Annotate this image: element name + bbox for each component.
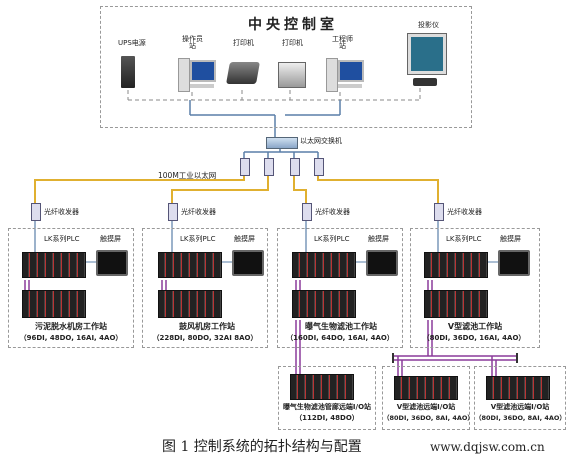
station-2-io-rack-icon bbox=[158, 290, 222, 318]
ups-label: UPS电源 bbox=[118, 39, 146, 47]
station-2-name: 鼓风机房工作站 bbox=[179, 322, 235, 331]
station-2-io: （228DI, 80DO, 32AI 8AO） bbox=[152, 334, 258, 342]
station-2-touchscreen-icon bbox=[232, 250, 264, 276]
station-3-plc-label: LK系列PLC bbox=[314, 235, 350, 243]
operator-station-label: 操作员 站 bbox=[182, 35, 203, 50]
remote-io-2-io: （80DI, 36DO, 8AI, 4AO） bbox=[383, 414, 474, 422]
remote-io-3-name: V型滤池远端I/O站 bbox=[490, 403, 550, 411]
switch-fiber-port-icon-2 bbox=[264, 158, 274, 176]
ups-icon bbox=[121, 56, 135, 88]
station-4-touch-label: 触摸屏 bbox=[500, 235, 521, 243]
station-3-touch-label: 触摸屏 bbox=[368, 235, 389, 243]
switch-fiber-port-icon-1 bbox=[240, 158, 250, 176]
station-2-plc-label: LK系列PLC bbox=[180, 235, 216, 243]
engineer-station-label: 工程师 站 bbox=[332, 35, 353, 50]
control-room-box bbox=[100, 6, 472, 128]
station-4-io-rack-icon bbox=[424, 290, 488, 318]
figure-caption: 图 1 控制系统的拓扑结构与配置 bbox=[162, 439, 362, 455]
station-4-name: V型滤池工作站 bbox=[447, 322, 503, 331]
printer2-icon bbox=[278, 62, 306, 88]
station-4-plc-rack-icon bbox=[424, 252, 488, 278]
station-4-io: （80DI, 36DO, 16AI, 4AO） bbox=[422, 334, 526, 342]
projector-icon bbox=[408, 34, 446, 74]
station-2-touch-label: 触摸屏 bbox=[234, 235, 255, 243]
remote-io-3-rack-icon bbox=[486, 376, 550, 400]
printer1-label: 打印机 bbox=[233, 39, 254, 47]
station-4-touchscreen-icon bbox=[498, 250, 530, 276]
ethernet-label: 100M工业以太网 bbox=[158, 171, 217, 180]
transceiver-label-3: 光纤收发器 bbox=[315, 208, 350, 216]
remote-io-2-rack-icon bbox=[394, 376, 458, 400]
ethernet-switch-icon bbox=[266, 137, 298, 149]
remote-io-box-3 bbox=[474, 366, 566, 430]
station-box-4 bbox=[410, 228, 540, 348]
station-3-touchscreen-icon bbox=[366, 250, 398, 276]
remote-io-1-io: （112DI, 48DO） bbox=[295, 414, 359, 422]
remote-io-3-io: （80DI, 36DO, 8AI, 4AO） bbox=[475, 414, 566, 422]
station-2-plc-rack-icon bbox=[158, 252, 222, 278]
station-1-io-rack-icon bbox=[22, 290, 86, 318]
remote-io-1-name: 曝气生物滤池管廊远端I/O站 bbox=[282, 403, 372, 411]
station-1-plc-rack-icon bbox=[22, 252, 86, 278]
station-3-plc-rack-icon bbox=[292, 252, 356, 278]
remote-io-box-1 bbox=[278, 366, 376, 430]
transceiver-icon-4 bbox=[434, 203, 444, 221]
transceiver-icon-2 bbox=[168, 203, 178, 221]
switch-fiber-port-icon-3 bbox=[290, 158, 300, 176]
projector-unit-icon bbox=[413, 78, 437, 86]
switch-label: 以太网交换机 bbox=[300, 137, 342, 145]
station-1-name: 污泥脱水机房工作站 bbox=[35, 322, 107, 331]
station-3-io: （160DI, 64DO, 16AI, 4AO） bbox=[286, 334, 394, 342]
printer2-label: 打印机 bbox=[282, 39, 303, 47]
station-3-name: 曝气生物滤池工作站 bbox=[305, 322, 377, 331]
station-1-plc-label: LK系列PLC bbox=[44, 235, 80, 243]
station-1-touch-label: 触摸屏 bbox=[100, 235, 121, 243]
station-1-io: （96DI, 48DO, 16AI, 4AO） bbox=[19, 334, 123, 342]
station-box-1 bbox=[8, 228, 134, 348]
station-box-3 bbox=[277, 228, 403, 348]
printer1-icon bbox=[226, 62, 260, 84]
remote-io-box-2 bbox=[382, 366, 470, 430]
transceiver-label-2: 光纤收发器 bbox=[181, 208, 216, 216]
watermark-url: www.dqjsw.com.cn bbox=[430, 440, 545, 454]
projector-label: 投影仪 bbox=[418, 21, 439, 29]
station-3-io-rack-icon bbox=[292, 290, 356, 318]
transceiver-label-4: 光纤收发器 bbox=[447, 208, 482, 216]
transceiver-icon-1 bbox=[31, 203, 41, 221]
station-1-touchscreen-icon bbox=[96, 250, 128, 276]
station-4-plc-label: LK系列PLC bbox=[446, 235, 482, 243]
transceiver-icon-3 bbox=[302, 203, 312, 221]
transceiver-label-1: 光纤收发器 bbox=[44, 208, 79, 216]
control-room-title: 中央控制室 bbox=[248, 17, 338, 33]
station-box-2 bbox=[142, 228, 268, 348]
switch-fiber-port-icon-4 bbox=[314, 158, 324, 176]
remote-io-2-name: V型滤池远端I/O站 bbox=[396, 403, 456, 411]
remote-io-1-rack-icon bbox=[290, 374, 354, 400]
